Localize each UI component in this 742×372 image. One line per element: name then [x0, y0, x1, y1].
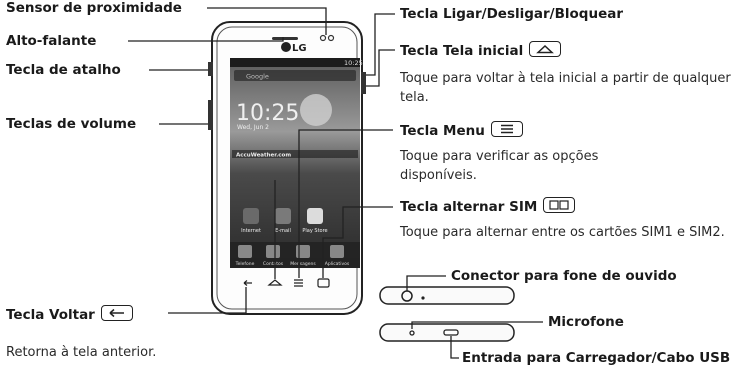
- home-key: [267, 279, 283, 286]
- svg-text:Internet: Internet: [241, 228, 261, 234]
- label-power-key: Tecla Ligar/Desligar/Bloquear: [400, 6, 624, 22]
- label-menu-key: Tecla Menu: [400, 121, 523, 139]
- label-headset-jack: Conector para fone de ouvido: [451, 268, 677, 284]
- svg-text:Contatos: Contatos: [263, 261, 284, 267]
- label-proximity-sensor: Sensor de proximidade: [6, 0, 182, 16]
- label-microphone: Microfone: [548, 314, 624, 330]
- speaker-grille: [272, 37, 298, 40]
- sim-key: [317, 278, 330, 288]
- svg-text:Aplicativos: Aplicativos: [325, 261, 350, 267]
- label-speaker: Alto-falante: [6, 33, 97, 49]
- back-key-icon: [100, 305, 133, 321]
- mic-hole: [409, 330, 415, 336]
- menu-key-icon: [490, 121, 523, 137]
- svg-text:Google: Google: [246, 73, 269, 81]
- home-key-icon: [529, 41, 562, 57]
- usb-port: [443, 329, 459, 336]
- label-home-key: Tecla Tela inicial: [400, 41, 562, 59]
- desc-home-key: Toque para voltar à tela inicial a parti…: [400, 71, 731, 105]
- label-sim-key: Tecla alternar SIM: [400, 197, 576, 215]
- desc-menu-key: Toque para verificar as opções disponíve…: [400, 149, 599, 183]
- proximity-sensor: [319, 34, 327, 42]
- svg-text:Mensagens: Mensagens: [290, 261, 316, 267]
- svg-text:AccuWeather.com: AccuWeather.com: [236, 153, 291, 159]
- label-shortcut-key: Tecla de atalho: [6, 62, 121, 78]
- label-volume-keys: Teclas de volume: [6, 116, 137, 132]
- svg-text:Telefone: Telefone: [235, 261, 255, 267]
- svg-text:Play Store: Play Store: [302, 228, 327, 234]
- svg-text:LG: LG: [292, 43, 307, 54]
- svg-text:10:25: 10:25: [236, 101, 299, 126]
- desc-sim-key: Toque para alternar entre os cartões SIM…: [400, 225, 725, 240]
- label-back-key: Tecla Voltar: [6, 305, 133, 323]
- menu-key: [294, 279, 303, 287]
- shortcut-key: [208, 62, 213, 76]
- lg-logo: [281, 42, 291, 52]
- svg-text:10:25: 10:25: [344, 59, 363, 67]
- top-edge-view: [379, 286, 515, 305]
- volume-keys: [208, 100, 213, 130]
- sim-key-icon: [543, 197, 576, 213]
- power-key: [361, 72, 366, 94]
- back-key: [243, 280, 252, 286]
- label-charger-port: Entrada para Carregador/Cabo USB: [462, 350, 731, 366]
- svg-text:E-mail: E-mail: [275, 228, 291, 234]
- svg-text:Wed, Jun 2: Wed, Jun 2: [237, 124, 269, 131]
- desc-back-key: Retorna à tela anterior.: [6, 345, 157, 360]
